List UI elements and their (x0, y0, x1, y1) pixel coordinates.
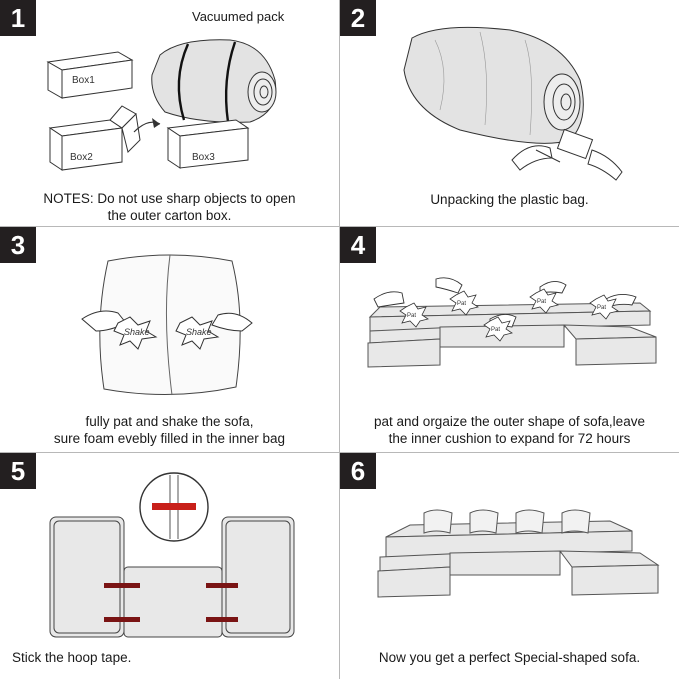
vertical-divider (339, 0, 340, 679)
shake-label-left: Shake (124, 327, 150, 337)
step-5-panel: 5 Stick the hoop tape. (0, 453, 339, 679)
step-3-number: 3 (0, 227, 36, 263)
step-4-caption-line2: the inner cushion to expand for 72 hours (388, 431, 631, 446)
middle-sofa-panel-icon (123, 566, 223, 638)
step-4-caption-line1: pat and orgaize the outer shape of sofa,… (374, 414, 645, 429)
box1-icon (46, 51, 134, 99)
horizontal-divider-1 (0, 226, 679, 227)
step-3-caption: fully pat and shake the sofa, sure foam … (0, 413, 339, 447)
shake-label-right: Shake (186, 327, 212, 337)
pat-label-4: Pat (597, 305, 606, 311)
box2-label: Box2 (70, 152, 93, 163)
step-1-caption-line2: the outer carton box. (107, 208, 232, 223)
step-4-illustration: Pat Pat Pat Pat Pat (367, 277, 657, 368)
hoop-tape-icons (104, 583, 238, 622)
step-2-panel: 2 Unpacking the plastic bag. (340, 0, 679, 226)
step-2-number: 2 (340, 0, 376, 36)
step-4-caption: pat and orgaize the outer shape of sofa,… (340, 413, 679, 447)
step-3-caption-line2: sure foam evebly filled in the inner bag (53, 431, 286, 446)
right-sofa-panel-icon (221, 516, 295, 638)
foam-bag-icon (99, 254, 241, 396)
box3-label: Box3 (192, 152, 215, 163)
hands-icon (511, 128, 623, 181)
step-5-illustration (49, 472, 295, 638)
step-1-panel: 1 Vacuumed pack Box1 Box2 (0, 0, 339, 226)
pat-burst-icons (399, 288, 619, 342)
step-3-panel: 3 Shake Shake fully pat and shake the so… (0, 227, 339, 453)
pat-label-5: Pat (491, 327, 500, 333)
unpacked-roll-icon (403, 26, 584, 144)
step-1-header: Vacuumed pack (192, 9, 285, 24)
pillow-icons (423, 509, 591, 534)
pat-label-3: Pat (537, 299, 546, 305)
step-5-caption: Stick the hoop tape. (12, 650, 132, 665)
step-1-caption: NOTES: Do not use sharp objects to open … (0, 190, 339, 224)
pat-label-2: Pat (457, 301, 466, 307)
pat-label-1: Pat (407, 313, 416, 319)
box3-icon (166, 119, 250, 169)
step-2-caption: Unpacking the plastic bag. (430, 192, 589, 207)
right-hand-icon (211, 312, 253, 332)
step-5-number: 5 (0, 453, 36, 489)
step-1-caption-line1: NOTES: Do not use sharp objects to open (43, 191, 296, 206)
magnifier-icon (139, 472, 209, 542)
patting-hands-icon (373, 277, 637, 328)
box1-label: Box1 (72, 75, 95, 86)
box2-icon (48, 105, 141, 171)
step-1-illustration: Box1 Box2 Box3 (46, 39, 277, 171)
step-4-number: 4 (340, 227, 376, 263)
step-3-illustration: Shake Shake (81, 254, 253, 396)
step-6-illustration (377, 509, 660, 598)
step-6-caption: Now you get a perfect Special-shaped sof… (378, 650, 641, 665)
u-sofa-icon (367, 302, 657, 368)
shake-burst-right-icon (175, 316, 220, 350)
step-4-panel: 4 Pat Pat Pat Pat Pat (340, 227, 679, 453)
vacuum-roll-icon (151, 39, 277, 123)
horizontal-divider-2 (0, 452, 679, 453)
step-6-panel: 6 Now you get a perfect Special-shaped s… (340, 453, 679, 679)
step-3-caption-line1: fully pat and shake the sofa, (85, 414, 254, 429)
step-6-number: 6 (340, 453, 376, 489)
shake-burst-left-icon (113, 316, 158, 350)
step-2-illustration (403, 26, 623, 181)
step-1-number: 1 (0, 0, 36, 36)
